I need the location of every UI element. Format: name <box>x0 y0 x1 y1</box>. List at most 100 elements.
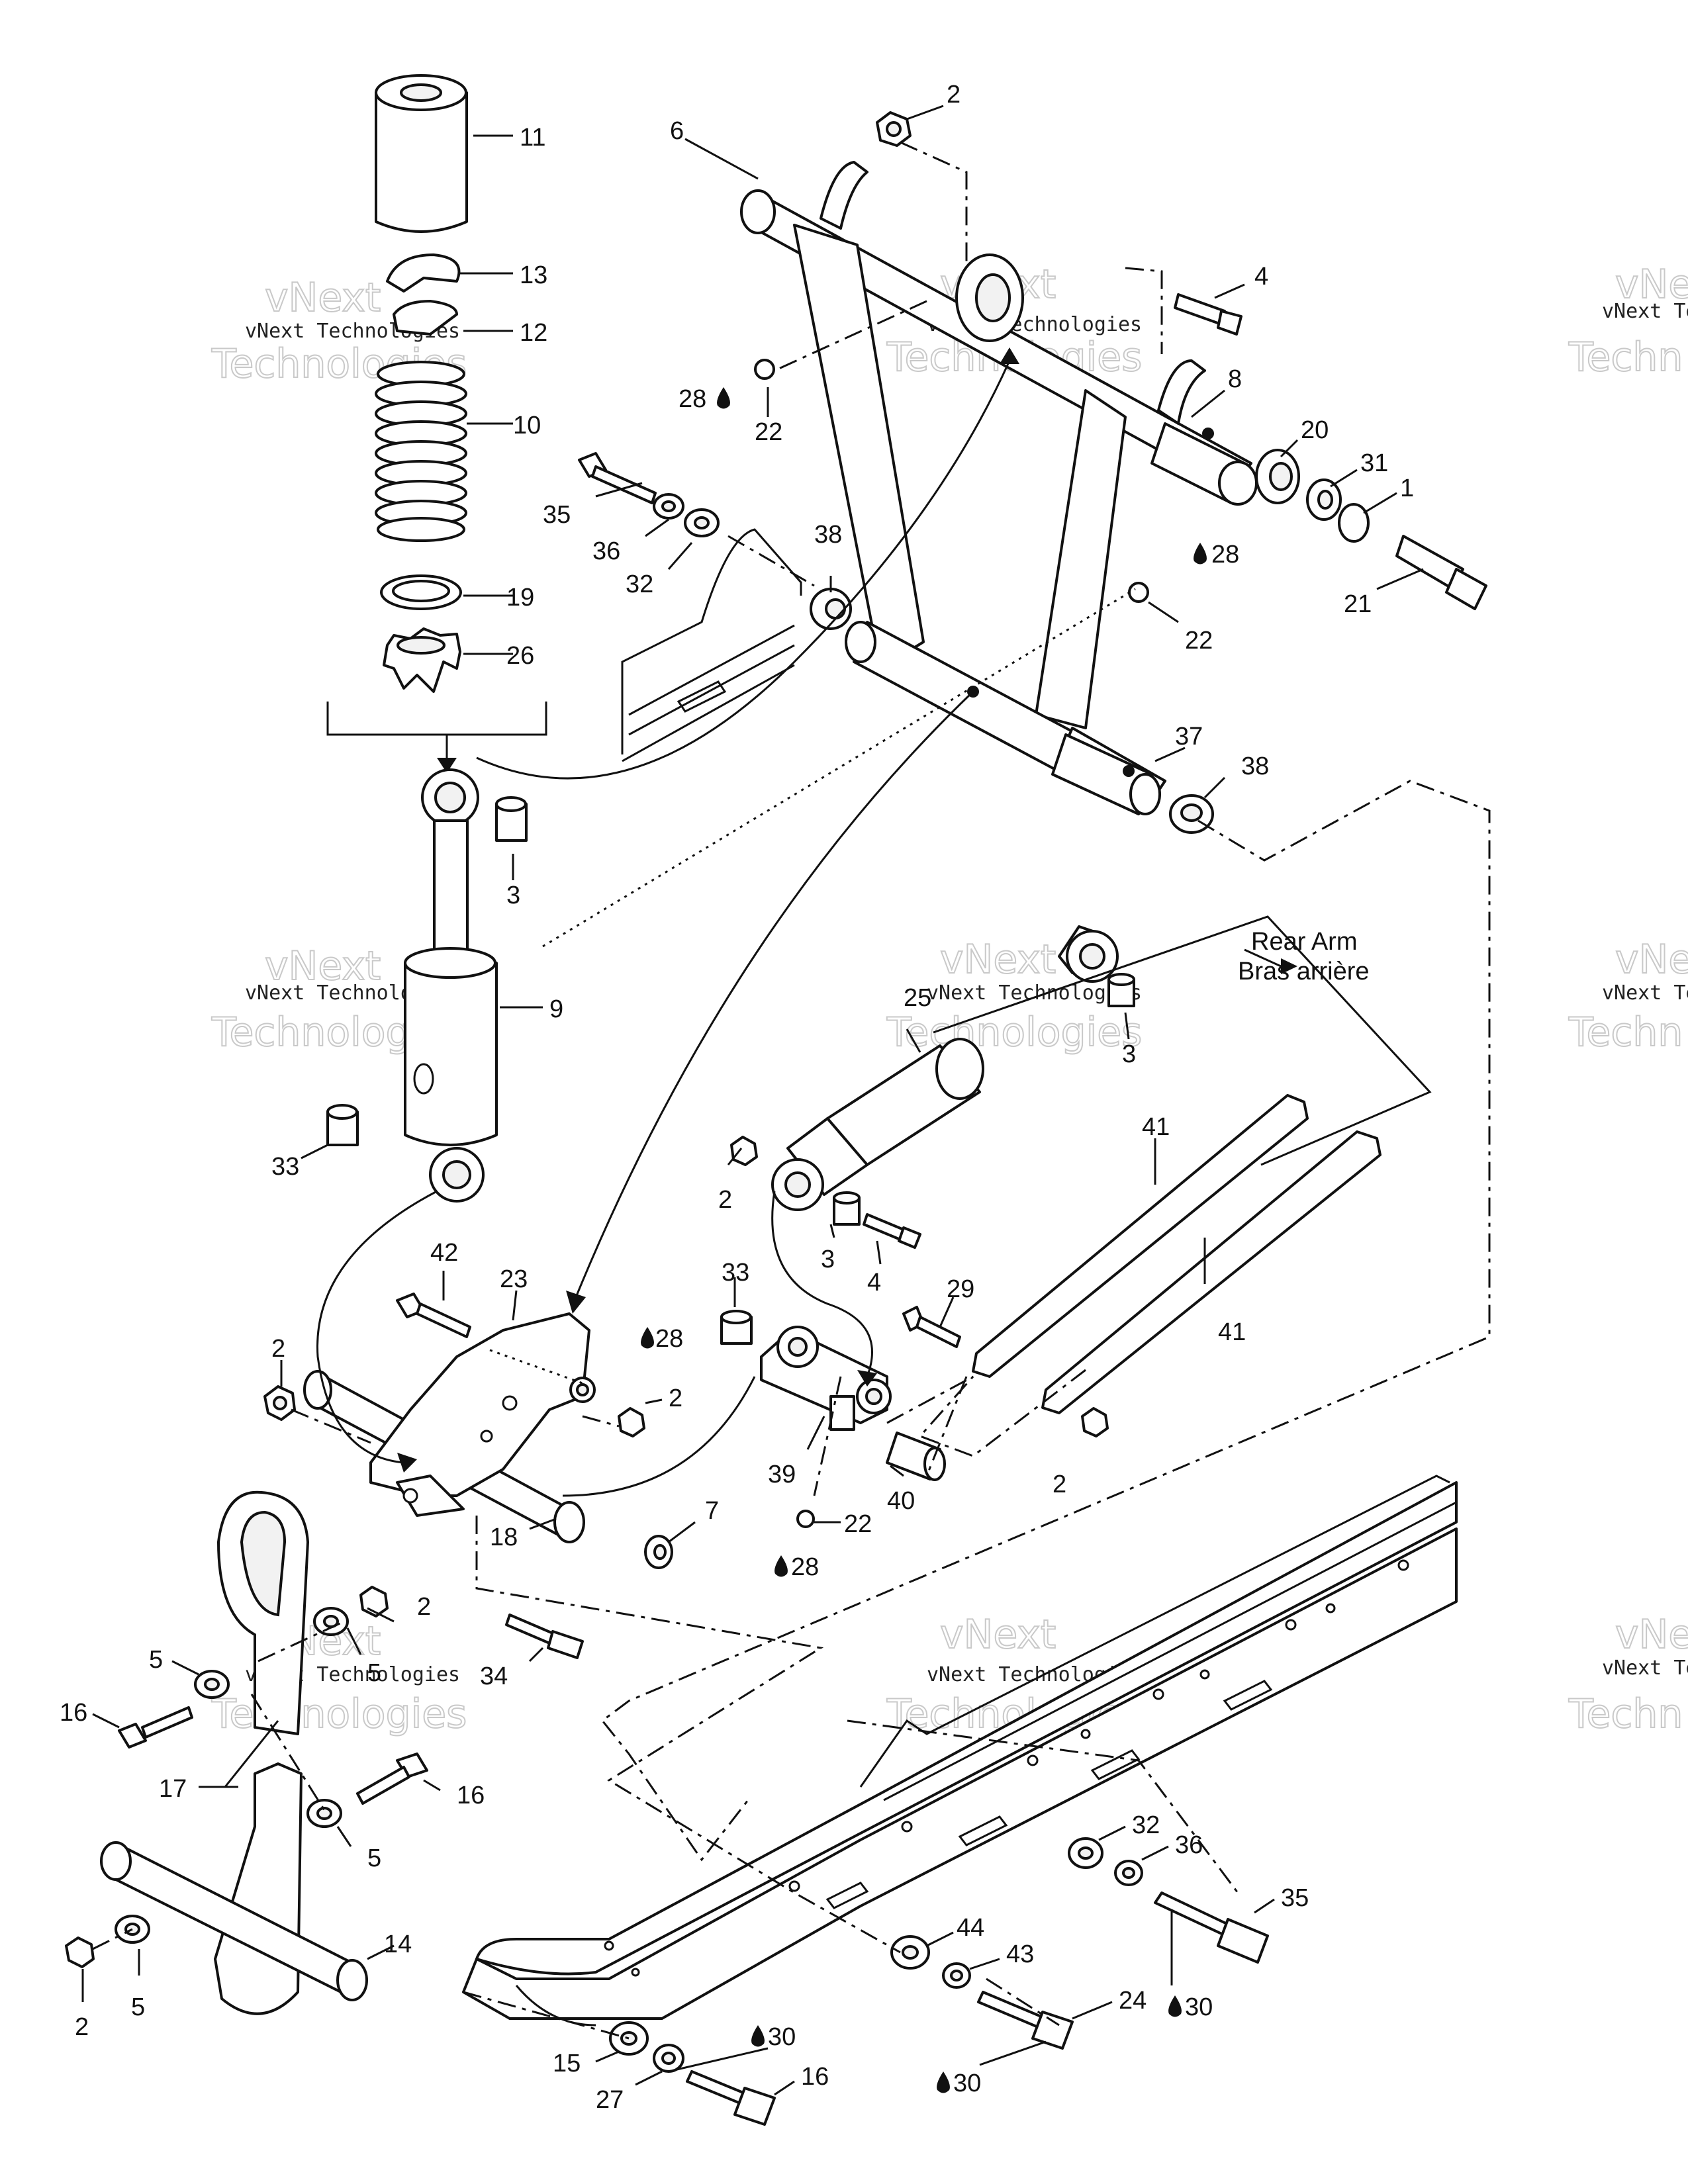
callout-4: 4 <box>867 1269 881 1297</box>
spring-adjuster-nut <box>383 627 461 693</box>
left-hardware <box>578 452 720 537</box>
callout-32: 32 <box>1132 1811 1160 1839</box>
watermark-brand-second: Technologies <box>211 1691 467 1737</box>
assembly-bracket <box>326 702 547 736</box>
watermark-fragment-company: vNext Te <box>1602 981 1688 1005</box>
right-hardware <box>1255 449 1487 610</box>
bushing <box>495 796 528 842</box>
oil-drop-icon <box>717 387 730 409</box>
callout-12: 12 <box>520 319 547 347</box>
callout-22: 22 <box>1185 627 1213 655</box>
grease-fitting <box>754 359 1149 1528</box>
watermark-7: vNext vNext Technologies Technologies <box>211 1617 467 1738</box>
callout-28: 28 <box>1211 541 1239 569</box>
callout-16: 16 <box>801 2063 829 2091</box>
watermark-fragment-second: Techn <box>1568 334 1683 381</box>
front-shock-absorber <box>404 768 498 1203</box>
callout-40: 40 <box>887 1487 915 1515</box>
callout-4: 4 <box>1254 263 1268 291</box>
callout-7: 7 <box>705 1497 719 1525</box>
callout-28: 28 <box>679 385 706 413</box>
callout-5: 5 <box>131 1993 145 2021</box>
callout-16: 16 <box>457 1782 485 1809</box>
callout-29: 29 <box>947 1275 974 1303</box>
callout-35: 35 <box>1281 1884 1309 1912</box>
oil-drop-icon <box>751 2025 765 2047</box>
callout-5: 5 <box>367 1844 381 1872</box>
hex-nut <box>65 1586 389 1968</box>
spring <box>375 361 467 542</box>
hex-nut <box>1081 1407 1109 1437</box>
rear-arm-link <box>972 1094 1309 1378</box>
bolt <box>1174 293 1243 336</box>
callout-27: 30 <box>953 2070 981 2097</box>
front-shock-assembly <box>326 74 547 1203</box>
hex-nut <box>618 1407 645 1437</box>
callout-36: 36 <box>592 537 620 565</box>
bolt <box>505 1614 584 1659</box>
callout-30: 15 <box>553 2050 581 2077</box>
bushing <box>326 1104 359 1146</box>
callout-33: 33 <box>722 1259 749 1287</box>
bushing <box>1107 973 1135 1007</box>
callout-2: 2 <box>1053 1471 1066 1498</box>
rear-arm-label-en: Rear Arm <box>1251 928 1357 956</box>
hex-nut <box>263 1385 296 1421</box>
callout-22: 22 <box>755 418 782 446</box>
oil-drop-icon <box>774 1555 788 1577</box>
oil-drop-icon <box>937 2071 950 2093</box>
bushing <box>720 1310 753 1345</box>
callout-20: 20 <box>1301 416 1329 444</box>
callout-8: 8 <box>1228 365 1242 393</box>
rear-arm-outline <box>933 915 1432 1166</box>
pivot-bracket-assembly <box>303 1312 596 1543</box>
callout-25: 25 <box>904 984 931 1012</box>
rail-hardware-rear <box>1068 1837 1269 1964</box>
callout-36: 36 <box>1175 1831 1203 1859</box>
watermark-5: vNext vNext Technologies Technologies <box>886 936 1143 1056</box>
bushing <box>833 1191 861 1226</box>
callout-15: 27 <box>596 2086 624 2114</box>
callout-numbers: 11 13 12 10 19 26 3 9 33 2 6 4 8 20 31 1… <box>60 81 1414 2114</box>
callout-13: 13 <box>520 261 547 289</box>
callout-44: 44 <box>957 1914 984 1942</box>
callout-24: 24 <box>1119 1987 1147 2015</box>
spring-seat-ring <box>380 574 462 610</box>
hex-nut <box>876 111 912 147</box>
callout-5: 5 <box>149 1646 163 1674</box>
callout-18: 18 <box>490 1524 518 1551</box>
callout-2: 2 <box>75 2013 89 2041</box>
callout-9: 9 <box>549 995 563 1023</box>
callout-38: 38 <box>814 521 842 549</box>
watermark-brand-first: vNext <box>940 936 1056 983</box>
callout-34: 34 <box>480 1662 508 1690</box>
callout-19: 19 <box>506 584 534 612</box>
callout-3: 3 <box>821 1246 835 1273</box>
rail-fragment <box>621 528 802 762</box>
callout-35: 35 <box>543 501 571 529</box>
watermark-fragment-second: Techn <box>1568 1009 1683 1056</box>
callout-2: 2 <box>417 1593 431 1621</box>
half-collar <box>386 253 461 336</box>
callout-33: 33 <box>271 1153 299 1181</box>
callout-41: 41 <box>1142 1113 1170 1141</box>
watermark-company: vNext Technologies <box>927 981 1142 1005</box>
callout-2: 2 <box>669 1385 682 1412</box>
callout-3: 3 <box>1122 1040 1136 1068</box>
callout-3: 3 <box>506 882 520 909</box>
rear-shock-assembly <box>771 925 1119 1211</box>
upper-shaft <box>1150 422 1258 506</box>
rail-hardware-front <box>609 2021 776 2126</box>
callout-1: 1 <box>1400 475 1414 502</box>
connection-arrows <box>316 347 1297 1497</box>
watermark-brand-first: vNext <box>940 1612 1056 1658</box>
callout-5: 5 <box>367 1659 381 1687</box>
spacer-sleeve <box>886 1432 946 1481</box>
callout-37: 37 <box>1175 723 1203 751</box>
watermark-fragment-first: vNe <box>1615 1612 1688 1658</box>
callout-10: 10 <box>513 412 541 439</box>
shock-cover <box>375 74 468 233</box>
callout-2: 2 <box>271 1335 285 1363</box>
callout-26: 26 <box>506 642 534 670</box>
